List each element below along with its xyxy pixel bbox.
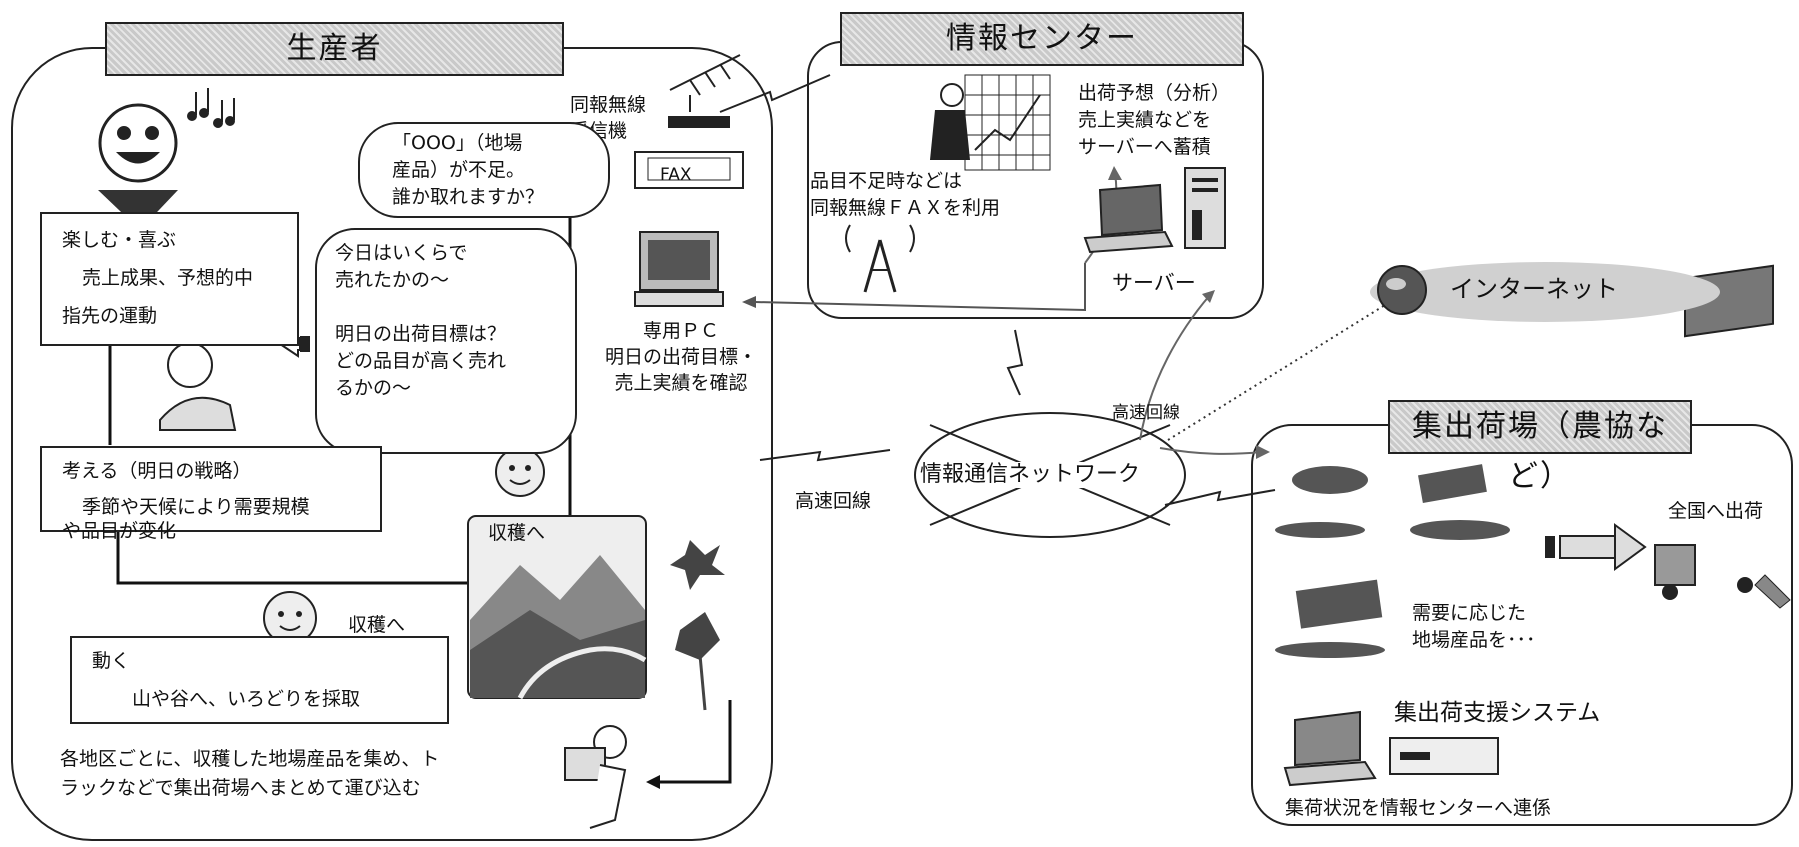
fax-icon (634, 151, 744, 189)
shipping-note: 集荷状況を情報センターへ連係 (1285, 797, 1552, 819)
think-detail-1: 季節や天候により需要規模 (82, 496, 310, 518)
laptop-icon (1283, 710, 1377, 787)
pc-label: 専用ＰＣ 明日の出荷目標・ 売上実績を確認 (605, 320, 758, 394)
server-label: サーバー (1112, 271, 1196, 295)
enjoy-title: 楽しむ・喜ぶ (62, 229, 177, 251)
tower-icon (845, 224, 915, 293)
high-speed-line-left: 高速回線 (795, 490, 872, 512)
producer-title: 生産者 (105, 22, 564, 76)
lightning-fax (719, 74, 831, 113)
enjoy-finger-exercise: 指先の運動 (62, 305, 158, 327)
think-detail-2: や品目が変化 (62, 520, 177, 542)
harvest-label-2: 収穫へ (348, 614, 406, 636)
think-box (40, 446, 382, 532)
move-title: 動く (92, 650, 131, 672)
nationwide-shipping-label: 全国へ出荷 (1668, 500, 1764, 522)
server-device-icon (1389, 737, 1499, 775)
high-speed-line-right: 高速回線 (1112, 403, 1180, 423)
fax-usage-note: 品目不足時などは 同報無線ＦＡＸを利用 (810, 170, 1001, 219)
globe-icon (1370, 262, 1720, 322)
harvest-label-1: 収穫へ (488, 522, 546, 544)
lightning-network-right (1164, 489, 1276, 506)
network-label: 情報通信ネットワーク (920, 462, 1141, 488)
shipping-system-label: 集出荷支援システム (1394, 700, 1601, 726)
bottom-note: 各地区ごとに、収穫した地場産品を集め、ト ラックなどで集出荷場へまとめて運び込む (60, 748, 440, 799)
forecast-text: 出荷予想（分析） 売上実績などを サーバーへ蓄積 (1078, 82, 1231, 158)
lightning-network-left (759, 449, 891, 462)
music-notes-icon (187, 88, 235, 128)
pc-icon (634, 231, 724, 307)
landscape-image (467, 515, 647, 700)
speech-bubble-shortage-text: 「OOO」（地場 産品）が不足。 誰か取れますか？ (392, 132, 545, 208)
harvester-face-icon-1 (495, 447, 545, 497)
fax-label: FAX (660, 165, 692, 185)
shipping-title: 集出荷場（農協など） (1388, 400, 1692, 494)
produce-trays-icon (1275, 464, 1510, 658)
internet-label: インターネット (1450, 275, 1618, 303)
move-detail: 山や谷へ、いろどりを採取 (132, 688, 361, 710)
happy-character-icon (98, 103, 178, 230)
radio-receiver-icon (668, 116, 730, 128)
enjoy-detail: 売上成果、予想的中 (82, 267, 254, 289)
info-center-title: 情報センター (840, 12, 1244, 66)
move-box (70, 636, 449, 724)
center-server-icon (1184, 167, 1226, 249)
demand-text: 需要に応じた 地場産品を･･･ (1412, 602, 1536, 651)
harvester-face-icon-2 (263, 591, 317, 645)
speech-bubble-sales-text: 今日はいくらで 売れたかの～ 明日の出荷目標は？ どの品目が高く売れ るかの～ (335, 242, 507, 399)
carrier-person-icon (564, 725, 627, 829)
lightning-center (1006, 329, 1024, 396)
enjoy-box (40, 212, 299, 346)
center-laptop-icon (1083, 183, 1174, 254)
leaves-icon (670, 540, 725, 711)
person-thinking-icon (159, 342, 237, 431)
speech-bubble-shortage (358, 122, 610, 218)
speech-bubble-sales (315, 228, 577, 454)
shipping-arrow-icon (1545, 523, 1647, 571)
analyst-chart-icon (930, 74, 1051, 171)
think-title: 考える（明日の戦略） (62, 460, 252, 482)
